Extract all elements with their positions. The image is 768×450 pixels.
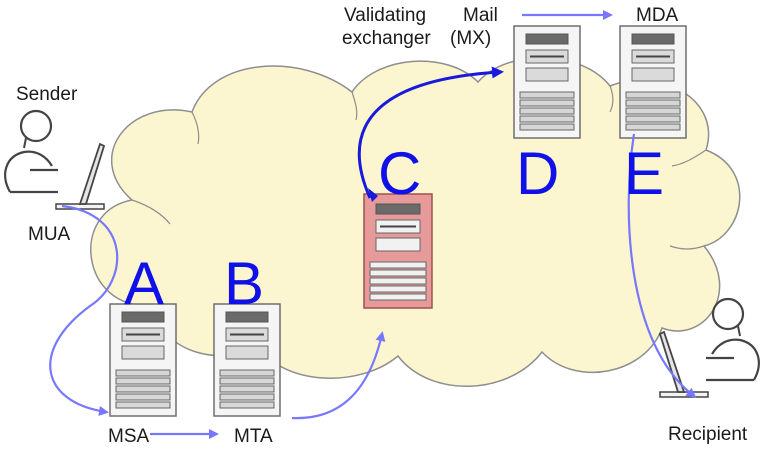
mua-label: MUA	[28, 224, 71, 245]
mda-label: MDA	[636, 5, 679, 26]
validating-label: Validating	[344, 5, 426, 26]
sender-person-icon	[4, 109, 106, 211]
mail-label: Mail	[463, 5, 498, 26]
stage-letter-d: D	[516, 140, 559, 207]
msa-server	[109, 303, 177, 417]
mta-label: MTA	[234, 426, 273, 447]
arrow-mta-to-validating	[291, 331, 386, 420]
mta-server	[213, 303, 281, 417]
arrow-validating-to-mx	[357, 66, 504, 199]
stage-letter-c: C	[378, 140, 421, 207]
arrow-mua-to-msa	[49, 204, 119, 416]
mda-server	[619, 25, 687, 139]
stage-letter-e: E	[624, 140, 664, 207]
stage-letter-a: A	[124, 250, 164, 317]
exchanger-label: exchanger	[342, 28, 431, 49]
stage-letter-b: B	[224, 250, 264, 317]
recipient-label: Recipient	[668, 424, 748, 445]
arrow-mda-to-recipient	[627, 133, 697, 398]
sender-label: Sender	[16, 84, 78, 105]
mx-server	[513, 25, 581, 139]
msa-label: MSA	[108, 426, 150, 447]
validating-server	[363, 193, 433, 309]
mx-label: (MX)	[450, 28, 491, 49]
